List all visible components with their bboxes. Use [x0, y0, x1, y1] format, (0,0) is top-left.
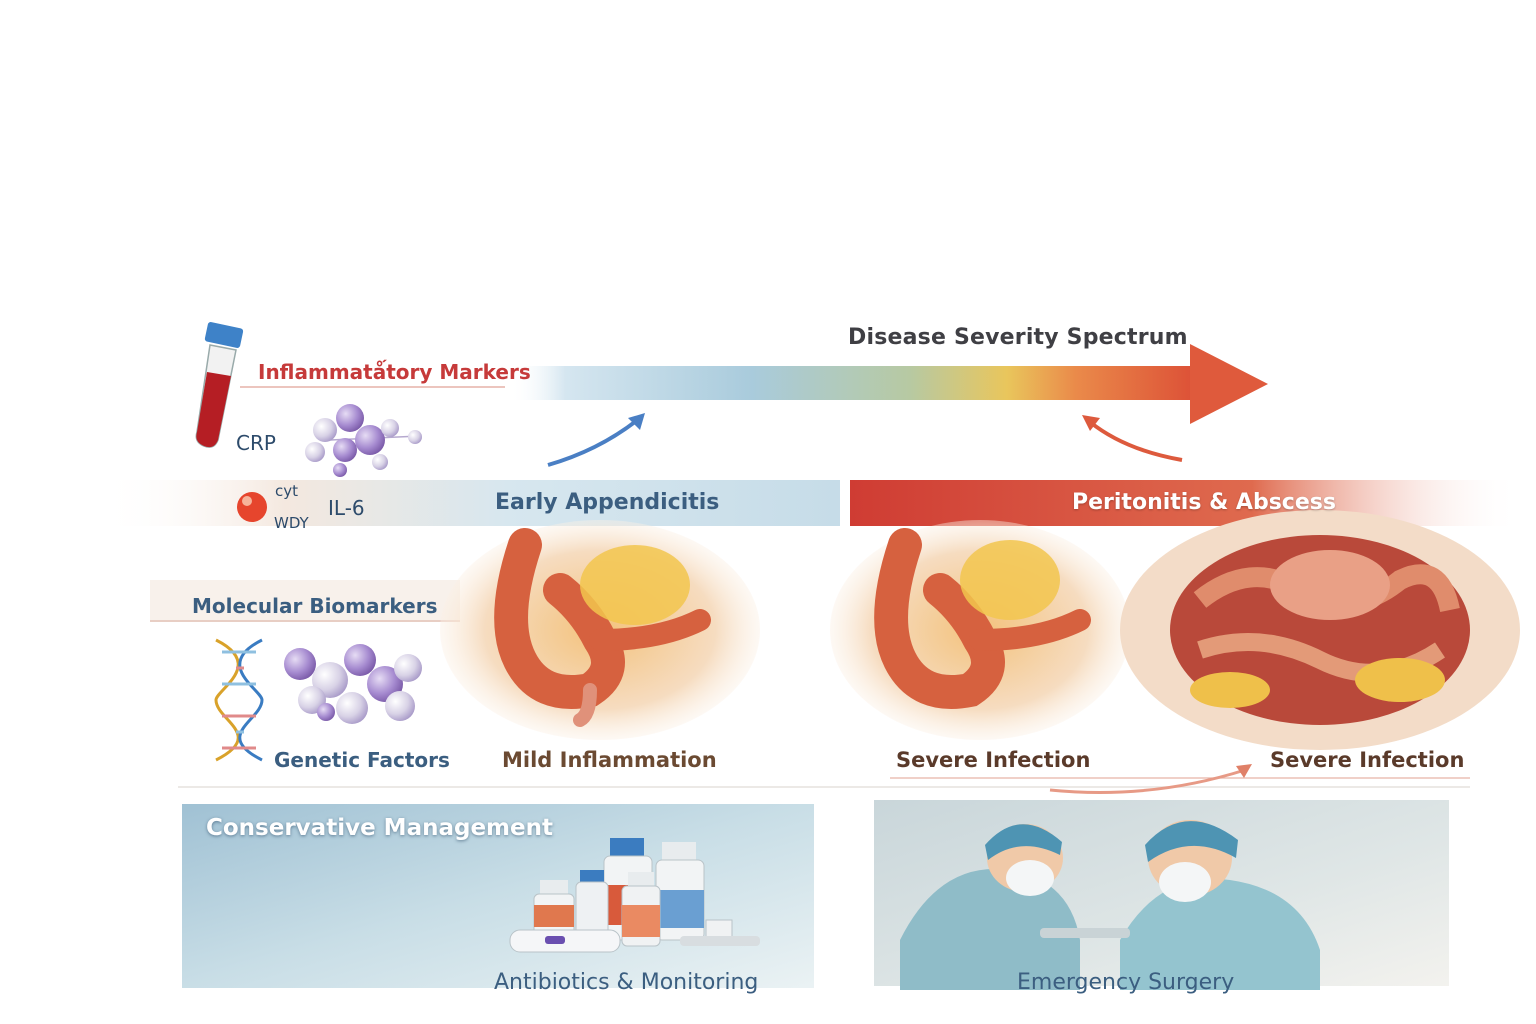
crp-label: CRP: [236, 431, 276, 455]
molecular-biomarkers-title: Molecular Biomarkers: [192, 594, 438, 618]
medicine-bottles-icon: [509, 838, 760, 953]
early-stage-band: [100, 480, 840, 526]
antibiotics-monitoring-caption: Antibiotics & Monitoring: [494, 970, 759, 995]
surgeons-icon: [900, 820, 1320, 990]
inflammatory-markers-title: Inflammatǻtory Markers: [258, 360, 531, 384]
mild-inflammation-caption: Mild Inflammation: [502, 748, 717, 772]
severe-infection-caption-left: Severe Infection: [896, 748, 1091, 772]
peritonitis-abscess-label: Peritonitis & Abscess: [1072, 490, 1336, 515]
wdy-label: WDY: [274, 514, 309, 532]
blood-tube-icon: [195, 322, 244, 448]
cell-icon: [237, 492, 267, 522]
peritonitis-abscess-illustration: [1120, 510, 1520, 750]
early-appendicitis-label: Early Appendicitis: [495, 490, 720, 515]
appendix-perforated-illustration: [830, 520, 1130, 740]
severity-arrow-body: [510, 366, 1200, 400]
severe-infection-caption-right: Severe Infection: [1270, 748, 1465, 772]
il6-label: IL-6: [328, 496, 365, 520]
conservative-panel: [182, 804, 814, 988]
emergency-surgery-caption: Emergency Surgery: [1017, 970, 1235, 995]
severity-arrow-head: [1190, 344, 1268, 424]
molecule-cluster-icon: [284, 644, 422, 724]
conservative-management-title: Conservative Management: [206, 815, 553, 841]
genetic-factors-label: Genetic Factors: [274, 748, 450, 772]
spectrum-title: Disease Severity Spectrum: [848, 325, 1188, 350]
appendix-inflamed-illustration: [440, 520, 760, 740]
progress-arrow-red: [1088, 420, 1183, 462]
cyt-label: cyt: [275, 482, 299, 500]
severe-stage-band: [850, 480, 1520, 526]
progress-arrow-blue: [547, 416, 642, 467]
molecule-cluster-icon: [305, 404, 422, 477]
dna-helix-icon: [214, 638, 264, 762]
